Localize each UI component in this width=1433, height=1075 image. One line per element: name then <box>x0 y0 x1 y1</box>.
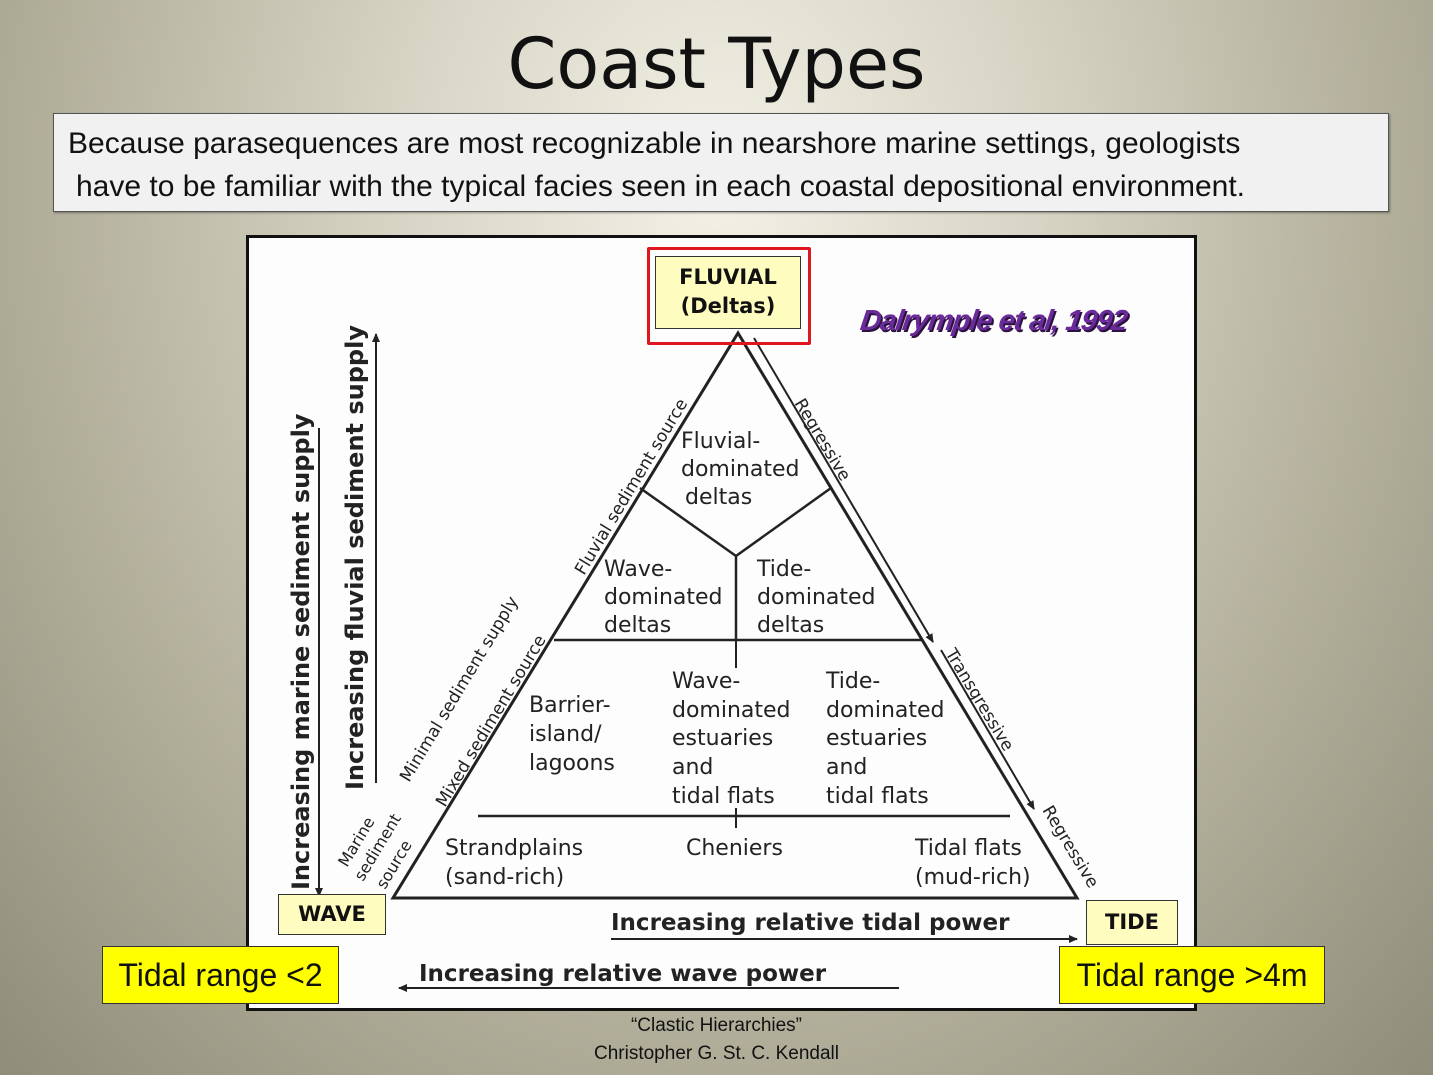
transgressive-arrow <box>940 649 1035 810</box>
divider-fluvial-left <box>639 486 737 558</box>
fluvial-label-line-1: FLUVIAL <box>679 265 777 289</box>
tidal-power-label: Increasing relative tidal power <box>611 910 1010 936</box>
svg-text:Barrier-: Barrier- <box>529 693 611 718</box>
tidal-range-low-label: Tidal range <2 <box>102 946 339 1004</box>
svg-text:Tidal flats: Tidal flats <box>914 836 1022 861</box>
svg-text:tidal flats: tidal flats <box>672 784 775 809</box>
svg-text:deltas: deltas <box>685 485 752 510</box>
facies-tidal-flats: Tidal flats (mud-rich) <box>914 836 1031 890</box>
facies-wave-deltas: Wave- dominated deltas <box>604 557 723 638</box>
fluvial-label-line-2: (Deltas) <box>680 294 776 318</box>
svg-text:dominated: dominated <box>826 698 945 723</box>
intro-line-2: have to be familiar with the typical fac… <box>76 170 1245 203</box>
svg-text:(mud-rich): (mud-rich) <box>915 865 1031 890</box>
facies-barrier-island: Barrier- island/ lagoons <box>529 693 615 776</box>
facies-wave-estuaries: Wave- dominated estuaries and tidal flat… <box>672 669 791 809</box>
svg-text:deltas: deltas <box>604 613 671 638</box>
regressive-arrow-top <box>753 337 934 643</box>
svg-text:dominated: dominated <box>604 585 723 610</box>
tidal-range-high-label: Tidal range >4m <box>1059 946 1325 1004</box>
transgressive-label: Transgressive <box>940 644 1017 754</box>
svg-text:Cheniers: Cheniers <box>686 836 783 861</box>
svg-text:Strandplains: Strandplains <box>445 836 583 861</box>
slide-title: Coast Types <box>507 23 926 105</box>
fluvial-supply-label: Increasing fluvial sediment supply <box>341 325 369 790</box>
svg-text:(sand-rich): (sand-rich) <box>445 865 564 890</box>
fluvial-vertex-label: FLUVIAL (Deltas) <box>655 256 801 329</box>
svg-text:tidal flats: tidal flats <box>826 784 929 809</box>
svg-text:Wave-: Wave- <box>604 557 672 582</box>
citation-label: Dalrymple et al, 1992 <box>858 305 1129 337</box>
facies-cheniers: Cheniers <box>686 836 783 861</box>
facies-strandplains: Strandplains (sand-rich) <box>445 836 583 890</box>
svg-text:Tide-: Tide- <box>825 669 880 694</box>
divider-fluvial-right <box>735 486 832 558</box>
svg-text:dominated: dominated <box>757 585 876 610</box>
svg-text:dominated: dominated <box>672 698 791 723</box>
fluvial-source-label: Fluvial sediment source <box>571 395 692 578</box>
svg-text:estuaries: estuaries <box>826 726 927 751</box>
coast-types-triangle-diagram: Increasing marine sediment supply Increa… <box>246 235 1197 1011</box>
credit-author: Christopher G. St. C. Kendall <box>594 1043 839 1064</box>
intro-text-box: Because parasequences are most recogniza… <box>53 113 1389 212</box>
tide-vertex-label: TIDE <box>1086 900 1178 945</box>
svg-text:dominated: dominated <box>681 457 800 482</box>
facies-triangle <box>390 330 1080 900</box>
svg-text:Wave-: Wave- <box>672 669 740 694</box>
wave-power-label: Increasing relative wave power <box>419 961 827 987</box>
facies-tide-estuaries: Tide- dominated estuaries and tidal flat… <box>825 669 945 809</box>
facies-tide-deltas: Tide- dominated deltas <box>756 557 876 638</box>
svg-text:deltas: deltas <box>757 613 824 638</box>
credit-title: “Clastic Hierarchies” <box>630 1015 803 1036</box>
wave-vertex-label: WAVE <box>278 894 386 935</box>
svg-text:lagoons: lagoons <box>529 751 615 776</box>
intro-line-1: Because parasequences are most recogniza… <box>68 127 1241 160</box>
svg-text:estuaries: estuaries <box>672 726 773 751</box>
svg-text:and: and <box>826 755 867 780</box>
svg-text:Fluvial-: Fluvial- <box>681 429 760 454</box>
fluvial-highlight-frame <box>647 247 811 345</box>
svg-text:Tide-: Tide- <box>756 557 811 582</box>
svg-text:island/: island/ <box>529 722 602 747</box>
facies-fluvial-deltas: Fluvial- dominated deltas <box>681 429 800 510</box>
marine-supply-label: Increasing marine sediment supply <box>287 413 315 890</box>
svg-text:and: and <box>672 755 713 780</box>
